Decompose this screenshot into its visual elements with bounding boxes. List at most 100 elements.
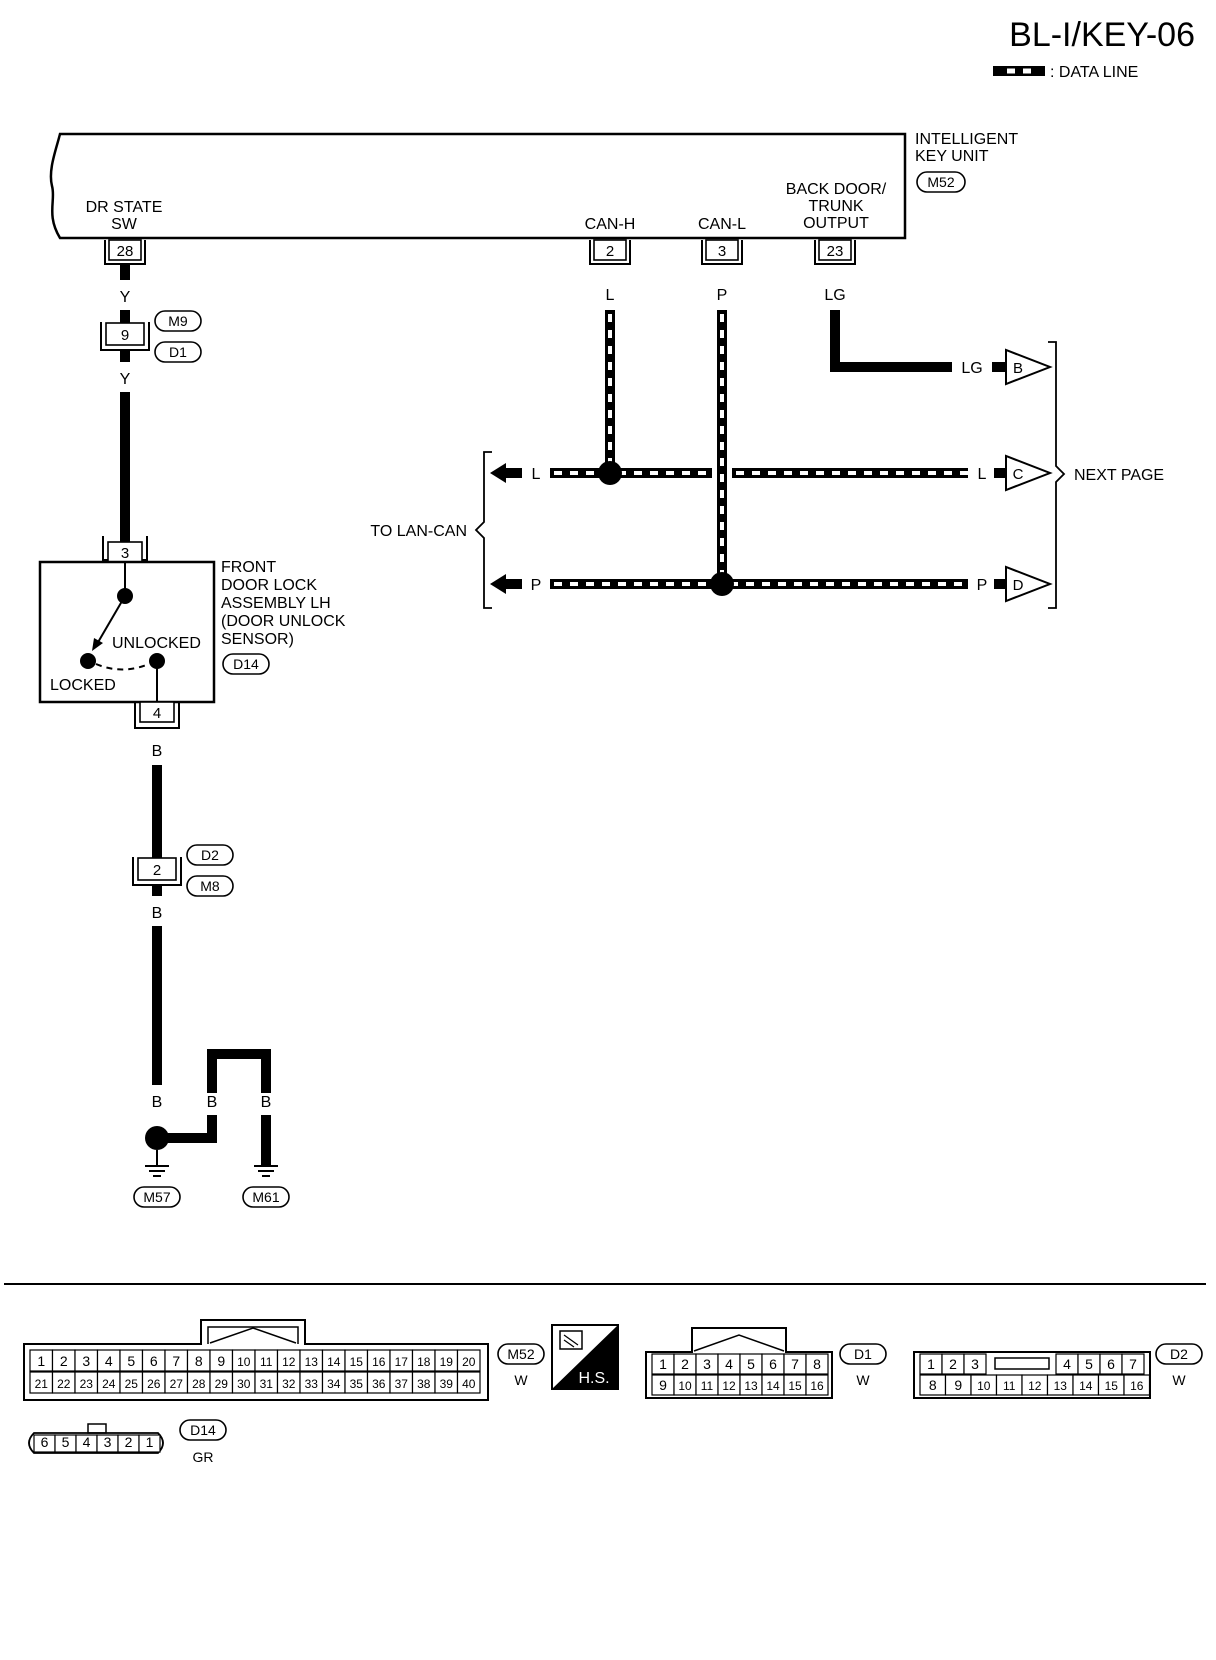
- pin-cell-d1-11: 11: [695, 1374, 719, 1396]
- svg-text:39: 39: [440, 1377, 454, 1391]
- svg-text:3: 3: [104, 1434, 112, 1450]
- pin-cell-m52-15: 15: [344, 1349, 369, 1372]
- d2-lock-tab: [994, 1357, 1050, 1370]
- wire-b-label-1: B: [152, 743, 163, 760]
- svg-text:4: 4: [1063, 1356, 1071, 1372]
- svg-text:3: 3: [971, 1356, 979, 1372]
- pin-cell-m52-10: 10: [231, 1349, 256, 1372]
- svg-text:7: 7: [791, 1356, 799, 1372]
- pin-cell-d1-15: 15: [783, 1374, 807, 1396]
- svg-text:5: 5: [127, 1353, 135, 1369]
- pin-cell-d2-8: 8: [919, 1374, 947, 1396]
- pin-cell-m52-16: 16: [366, 1349, 391, 1372]
- svg-text:1: 1: [37, 1353, 45, 1369]
- lan-can-label: TO LAN-CAN: [370, 523, 467, 540]
- svg-text:D: D: [1013, 577, 1024, 594]
- d1-view-id: D1: [854, 1346, 872, 1362]
- pin-cell-d1-13: 13: [739, 1374, 763, 1396]
- svg-text:14: 14: [1079, 1379, 1093, 1393]
- svg-text:19: 19: [440, 1355, 454, 1369]
- svg-text:6: 6: [150, 1353, 158, 1369]
- svg-text:23: 23: [827, 243, 844, 260]
- svg-text:28: 28: [117, 243, 134, 260]
- pin-cell-m52-40: 40: [456, 1371, 481, 1394]
- key-unit-name-1: INTELLIGENT: [915, 131, 1018, 148]
- svg-text:7: 7: [1129, 1356, 1137, 1372]
- dr-state-label-1: DR STATE: [86, 199, 163, 216]
- pin-cell-d2-3: 3: [963, 1353, 987, 1375]
- svg-text:18: 18: [417, 1355, 431, 1369]
- wire-lg-right-label: LG: [961, 360, 982, 377]
- svg-text:40: 40: [462, 1377, 476, 1391]
- door-lock-name-1: FRONT: [221, 559, 276, 576]
- pin-cell-m52-36: 36: [366, 1371, 391, 1394]
- wire-p-label: P: [717, 287, 728, 304]
- svg-text:31: 31: [260, 1377, 274, 1391]
- pin-cell-d1-2: 2: [673, 1353, 697, 1375]
- svg-text:8: 8: [813, 1356, 821, 1372]
- svg-text:11: 11: [1003, 1379, 1016, 1393]
- svg-text:4: 4: [83, 1434, 91, 1450]
- dr-state-label-2: SW: [111, 216, 138, 233]
- next-page-arrow-d: [1005, 565, 1053, 603]
- svg-text:5: 5: [62, 1434, 70, 1450]
- svg-text:9: 9: [954, 1377, 962, 1393]
- svg-text:35: 35: [350, 1377, 364, 1391]
- pin-cell-d1-1: 1: [651, 1353, 675, 1375]
- wire-l-label: L: [606, 287, 615, 304]
- pin-cell-m52-39: 39: [434, 1371, 459, 1394]
- ground-m61-label: M61: [252, 1189, 279, 1205]
- svg-text:C: C: [1013, 466, 1024, 483]
- svg-text:2: 2: [606, 243, 614, 260]
- svg-text:3: 3: [718, 243, 726, 260]
- svg-text:4: 4: [725, 1356, 733, 1372]
- pin-cell-m52-34: 34: [321, 1371, 346, 1394]
- svg-text:14: 14: [766, 1379, 780, 1393]
- ground-splice: [145, 1126, 169, 1150]
- data-line-legend-label: : DATA LINE: [1050, 64, 1138, 81]
- pin-cell-m52-20: 20: [456, 1349, 481, 1372]
- svg-text:4: 4: [105, 1353, 113, 1369]
- key-unit-box: [49, 132, 907, 240]
- svg-text:6: 6: [769, 1356, 777, 1372]
- pin-cell-m52-6: 6: [141, 1349, 166, 1372]
- svg-text:23: 23: [80, 1377, 94, 1391]
- svg-text:7: 7: [172, 1353, 180, 1369]
- pin-cell-d2-14: 14: [1072, 1374, 1100, 1396]
- svg-text:13: 13: [744, 1379, 758, 1393]
- pin-cell-m52-38: 38: [411, 1371, 436, 1394]
- ground-jumper: [207, 1049, 271, 1093]
- back-door-label-1: BACK DOOR/: [786, 181, 887, 198]
- svg-text:2: 2: [153, 862, 161, 879]
- svg-text:9: 9: [217, 1353, 225, 1369]
- svg-text:15: 15: [788, 1379, 802, 1393]
- wire-l-left-label: L: [532, 466, 541, 483]
- pin-cell-d2-6: 6: [1099, 1353, 1123, 1375]
- data-line-legend: : DATA LINE: [993, 64, 1138, 81]
- pin-cell-m52-32: 32: [276, 1371, 301, 1394]
- back-door-label-3: OUTPUT: [803, 215, 869, 232]
- pin-cell-m52-37: 37: [389, 1371, 414, 1394]
- pin-cell-d1-8: 8: [805, 1353, 829, 1375]
- svg-text:27: 27: [170, 1377, 184, 1391]
- can-l-splice: [710, 572, 734, 596]
- wire-y-label-2: Y: [120, 371, 131, 388]
- svg-text:37: 37: [395, 1377, 409, 1391]
- pin-cell-m52-30: 30: [231, 1371, 256, 1394]
- svg-text:3: 3: [82, 1353, 90, 1369]
- svg-text:25: 25: [125, 1377, 139, 1391]
- svg-text:15: 15: [1105, 1379, 1119, 1393]
- svg-text:5: 5: [747, 1356, 755, 1372]
- pin-3: 3: [701, 239, 743, 265]
- svg-text:32: 32: [282, 1377, 296, 1391]
- wire-b-label-4: B: [207, 1094, 218, 1111]
- pin-cell-d1-5: 5: [739, 1353, 763, 1375]
- svg-text:12: 12: [722, 1379, 736, 1393]
- m52-view-id: M52: [507, 1346, 534, 1362]
- svg-text:24: 24: [102, 1377, 116, 1391]
- canh-label: CAN-H: [585, 216, 636, 233]
- pin-cell-m52-17: 17: [389, 1349, 414, 1372]
- ground-symbol-m61: [254, 1165, 278, 1177]
